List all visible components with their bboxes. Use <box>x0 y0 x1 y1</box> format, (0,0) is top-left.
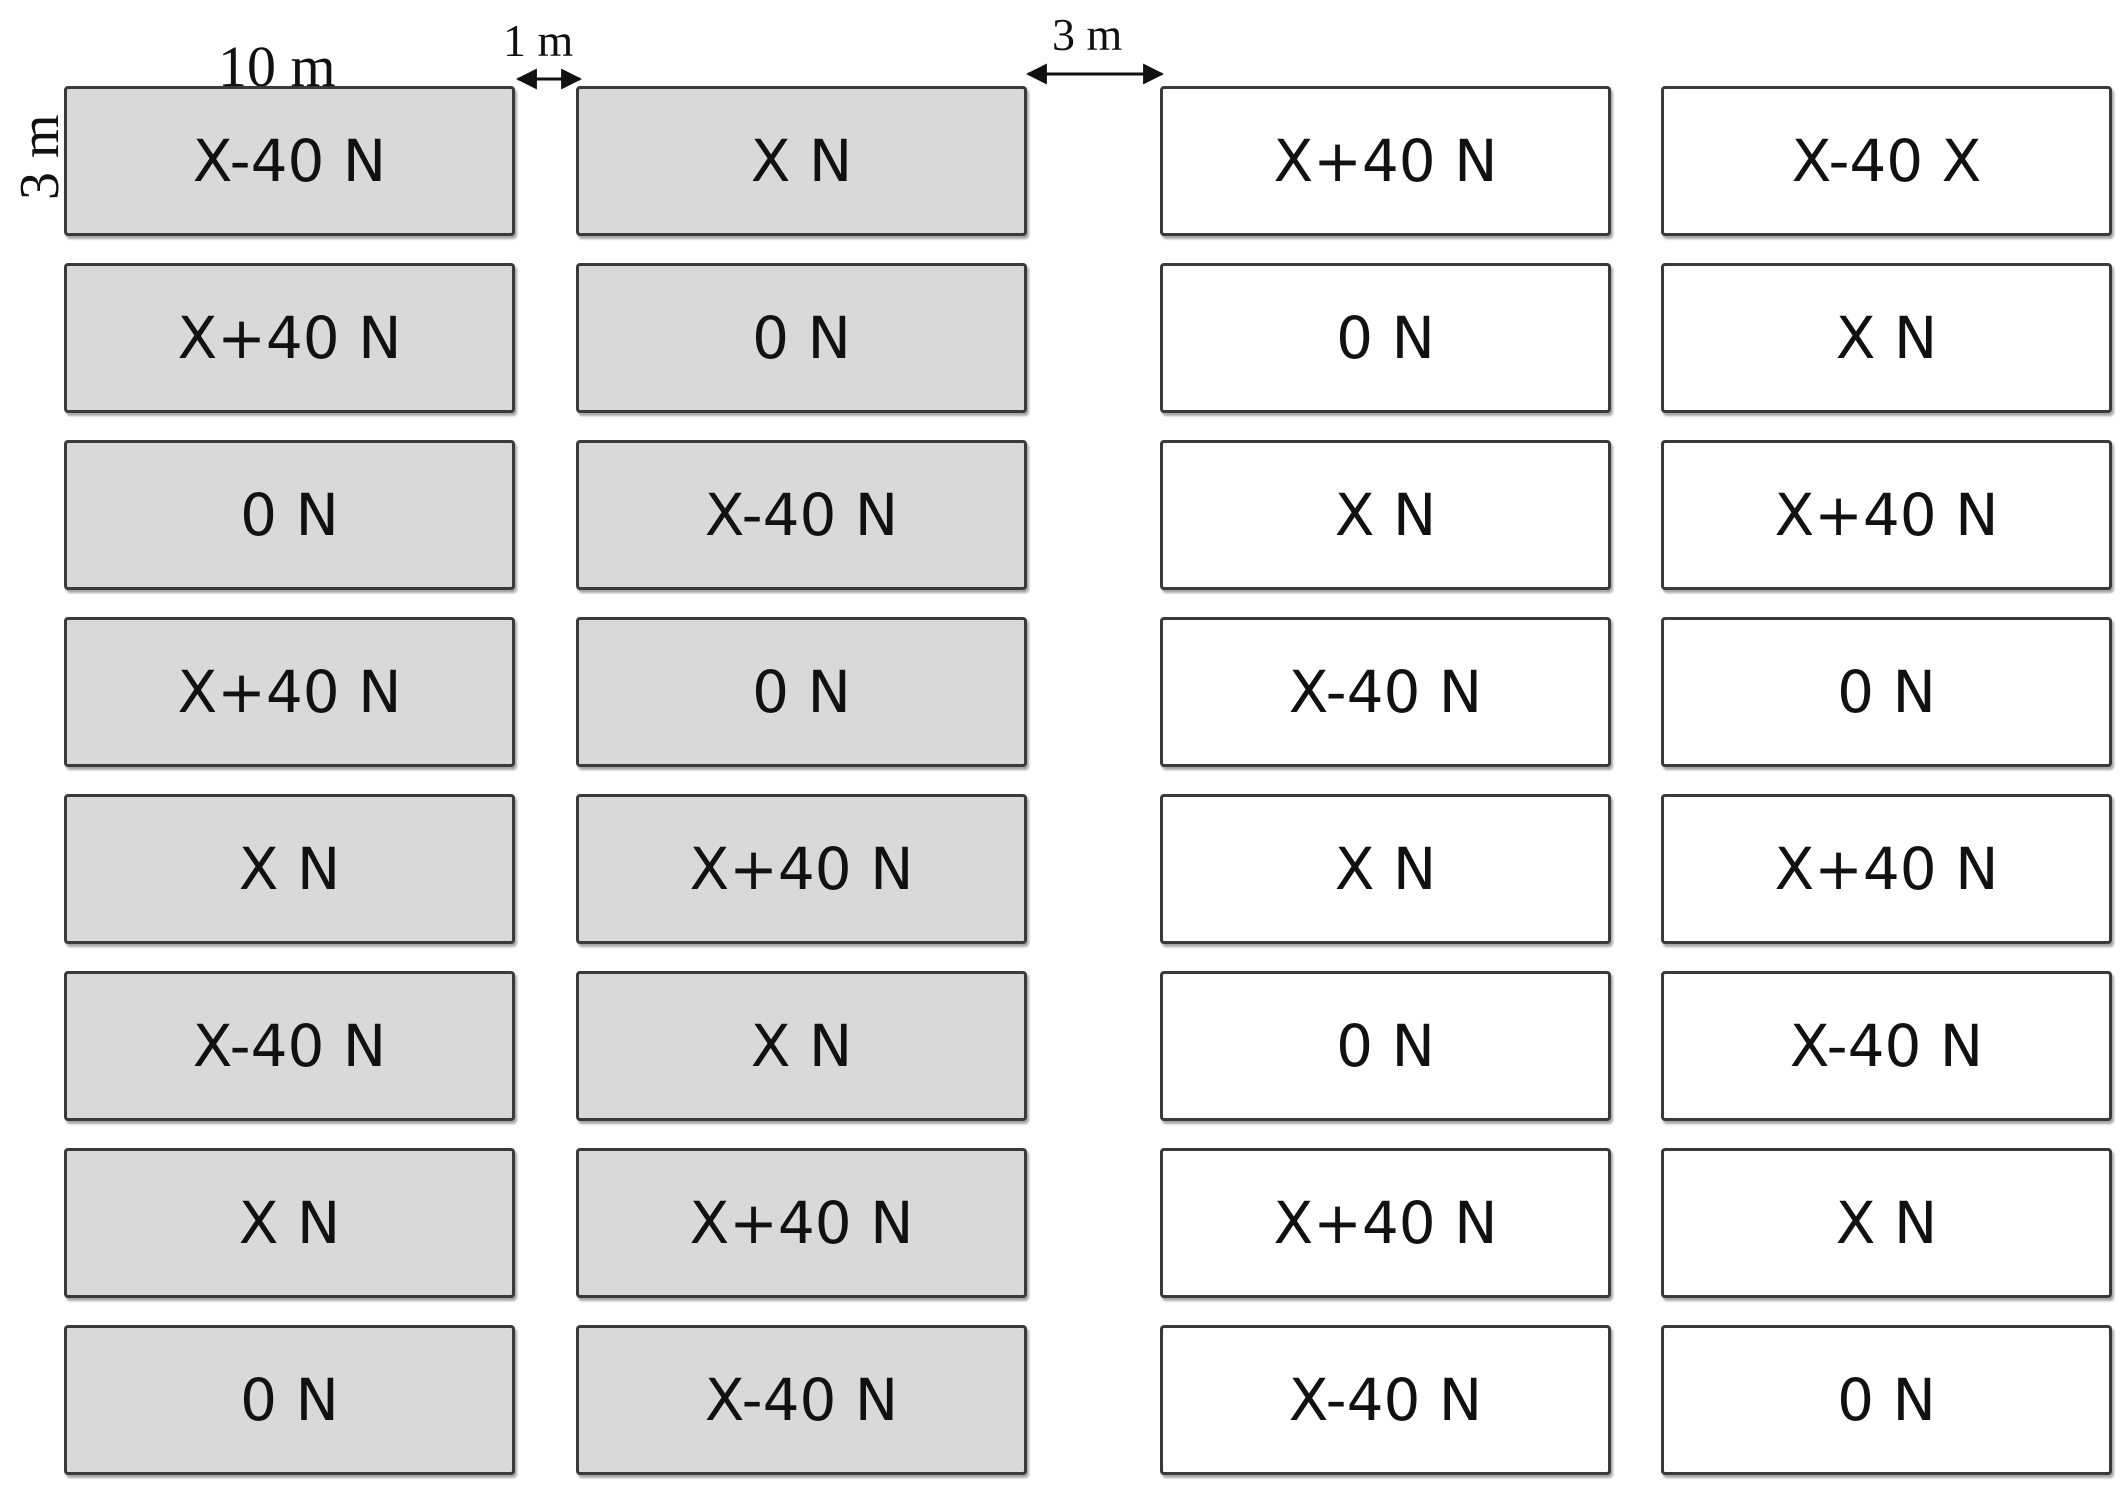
plot-cell: X+40 N <box>576 1148 1027 1298</box>
plot-treatment-label: 0 N <box>752 658 851 726</box>
plot-cell: X N <box>1661 1148 2112 1298</box>
plot-treatment-label: X+40 N <box>689 1189 914 1257</box>
plot-cell: X-40 N <box>1160 617 1611 767</box>
plot-width-label: 10 m <box>218 34 336 99</box>
plot-cell: X-40 N <box>576 1325 1027 1475</box>
plot-treatment-label: 0 N <box>1837 658 1936 726</box>
plot-treatment-label: X N <box>1334 481 1437 549</box>
plot-treatment-label: X+40 N <box>689 835 914 903</box>
plot-treatment-label: X N <box>750 1012 853 1080</box>
plot-treatment-label: 0 N <box>240 481 339 549</box>
plot-treatment-label: 0 N <box>1336 1012 1435 1080</box>
plot-treatment-label: X N <box>1835 304 1938 372</box>
plot-treatment-label: X+40 N <box>1774 481 1999 549</box>
plot-treatment-label: X-40 N <box>192 1012 387 1080</box>
plot-treatment-label: X-40 N <box>1288 658 1483 726</box>
plot-cell: X+40 N <box>1160 86 1611 236</box>
plot-treatment-label: X-40 N <box>1288 1366 1483 1434</box>
plot-cell: X+40 N <box>576 794 1027 944</box>
plot-treatment-label: 0 N <box>1336 304 1435 372</box>
plot-cell: X N <box>64 794 515 944</box>
plot-treatment-label: X+40 N <box>1774 835 1999 903</box>
plot-cell: X-40 N <box>576 440 1027 590</box>
plot-cell: 0 N <box>1661 617 2112 767</box>
plot-treatment-label: X-40 X <box>1791 127 1982 195</box>
plot-cell: 0 N <box>576 617 1027 767</box>
plot-treatment-label: 0 N <box>752 304 851 372</box>
plot-treatment-label: X-40 N <box>192 127 387 195</box>
plot-treatment-label: X+40 N <box>177 658 402 726</box>
plot-cell: X+40 N <box>64 263 515 413</box>
plot-treatment-label: X N <box>238 1189 341 1257</box>
plot-cell: X+40 N <box>1661 440 2112 590</box>
between-block-gap-label: 3 m <box>1052 9 1123 60</box>
plot-treatment-label: X N <box>238 835 341 903</box>
plot-treatment-label: X-40 N <box>704 1366 899 1434</box>
within-block-gap-label: 1 m <box>503 15 574 66</box>
plot-cell: X-40 N <box>1661 971 2112 1121</box>
plot-treatment-label: 0 N <box>1837 1366 1936 1434</box>
plot-cell: 0 N <box>64 440 515 590</box>
plot-treatment-label: X-40 N <box>704 481 899 549</box>
plot-cell: 0 N <box>1160 971 1611 1121</box>
plot-cell: 0 N <box>1661 1325 2112 1475</box>
plot-cell: 0 N <box>64 1325 515 1475</box>
plot-cell: X+40 N <box>64 617 515 767</box>
plot-cell: 0 N <box>576 263 1027 413</box>
plot-cell: X-40 N <box>1160 1325 1611 1475</box>
plot-cell: 0 N <box>1160 263 1611 413</box>
plot-cell: X N <box>576 86 1027 236</box>
plot-treatment-label: X N <box>750 127 853 195</box>
plot-cell: X+40 N <box>1661 794 2112 944</box>
plot-treatment-label: 0 N <box>240 1366 339 1434</box>
plot-cell: X N <box>1661 263 2112 413</box>
plot-cell: X-40 N <box>64 86 515 236</box>
plot-cell: X+40 N <box>1160 1148 1611 1298</box>
plot-treatment-label: X N <box>1835 1189 1938 1257</box>
plot-cell: X-40 X <box>1661 86 2112 236</box>
plot-cell: X-40 N <box>64 971 515 1121</box>
plot-treatment-label: X+40 N <box>177 304 402 372</box>
plot-treatment-label: X-40 N <box>1789 1012 1984 1080</box>
plot-cell: X N <box>64 1148 515 1298</box>
plot-cell: X N <box>1160 440 1611 590</box>
plot-cell: X N <box>576 971 1027 1121</box>
plot-treatment-label: X N <box>1334 835 1437 903</box>
plot-treatment-label: X+40 N <box>1273 1189 1498 1257</box>
plot-cell: X N <box>1160 794 1611 944</box>
plot-treatment-label: X+40 N <box>1273 127 1498 195</box>
